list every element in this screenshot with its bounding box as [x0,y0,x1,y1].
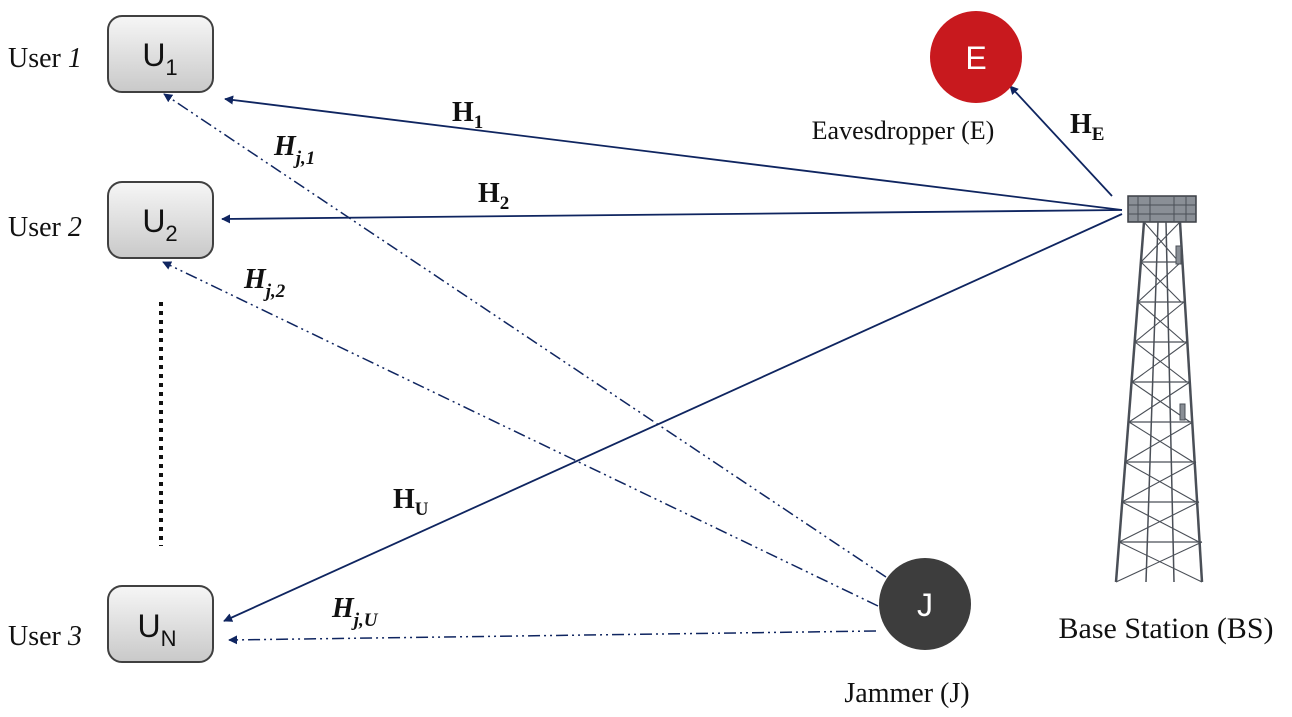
link-jammer-to-user-1 [163,93,887,578]
link-bs-to-eavesdropper [1009,85,1113,197]
user-2-box [107,181,214,259]
channel-label-he: HE [1070,109,1104,145]
user-1-node: U1 [107,15,214,93]
base-station-label: Base Station (BS) [1059,612,1274,645]
jammer-node: J [879,558,971,650]
user-2-box-label: U2 [142,203,177,246]
channel-label-hju: Hj,U [331,593,379,631]
link-jammer-to-user-2 [162,261,879,607]
eavesdropper-label: Eavesdropper (E) [812,116,995,145]
base-station-tower [1114,195,1204,583]
user-2-label: User 2 [8,212,82,243]
user-n-box [107,585,214,663]
user-n-node: UN [107,585,214,663]
eavesdropper-letter: E [965,40,986,76]
user-1-box-label: U1 [142,37,177,80]
channel-label-hj1: Hj,1 [273,131,315,169]
channel-label-hu: HU [393,484,429,520]
channel-label-hj2: Hj,2 [243,264,286,302]
link-bs-to-user-1 [224,95,1123,211]
user-3-label: User 3 [8,621,82,652]
eavesdropper-node: E [930,11,1022,103]
channel-label-h2: H2 [478,178,509,214]
jammer-label: Jammer (J) [844,678,969,709]
link-jammer-to-user-n [228,630,877,645]
user-1-box [107,15,214,93]
eavesdropper-circle [930,11,1022,103]
link-bs-to-user-2 [221,209,1123,224]
user-1-label: User 1 [8,43,82,74]
user-2-node: U2 [107,181,214,259]
jammer-letter: J [917,587,933,623]
channel-label-h1: H1 [452,97,483,133]
jammer-circle [879,558,971,650]
user-n-box-label: UN [138,608,177,651]
link-bs-to-user-n [223,213,1123,622]
